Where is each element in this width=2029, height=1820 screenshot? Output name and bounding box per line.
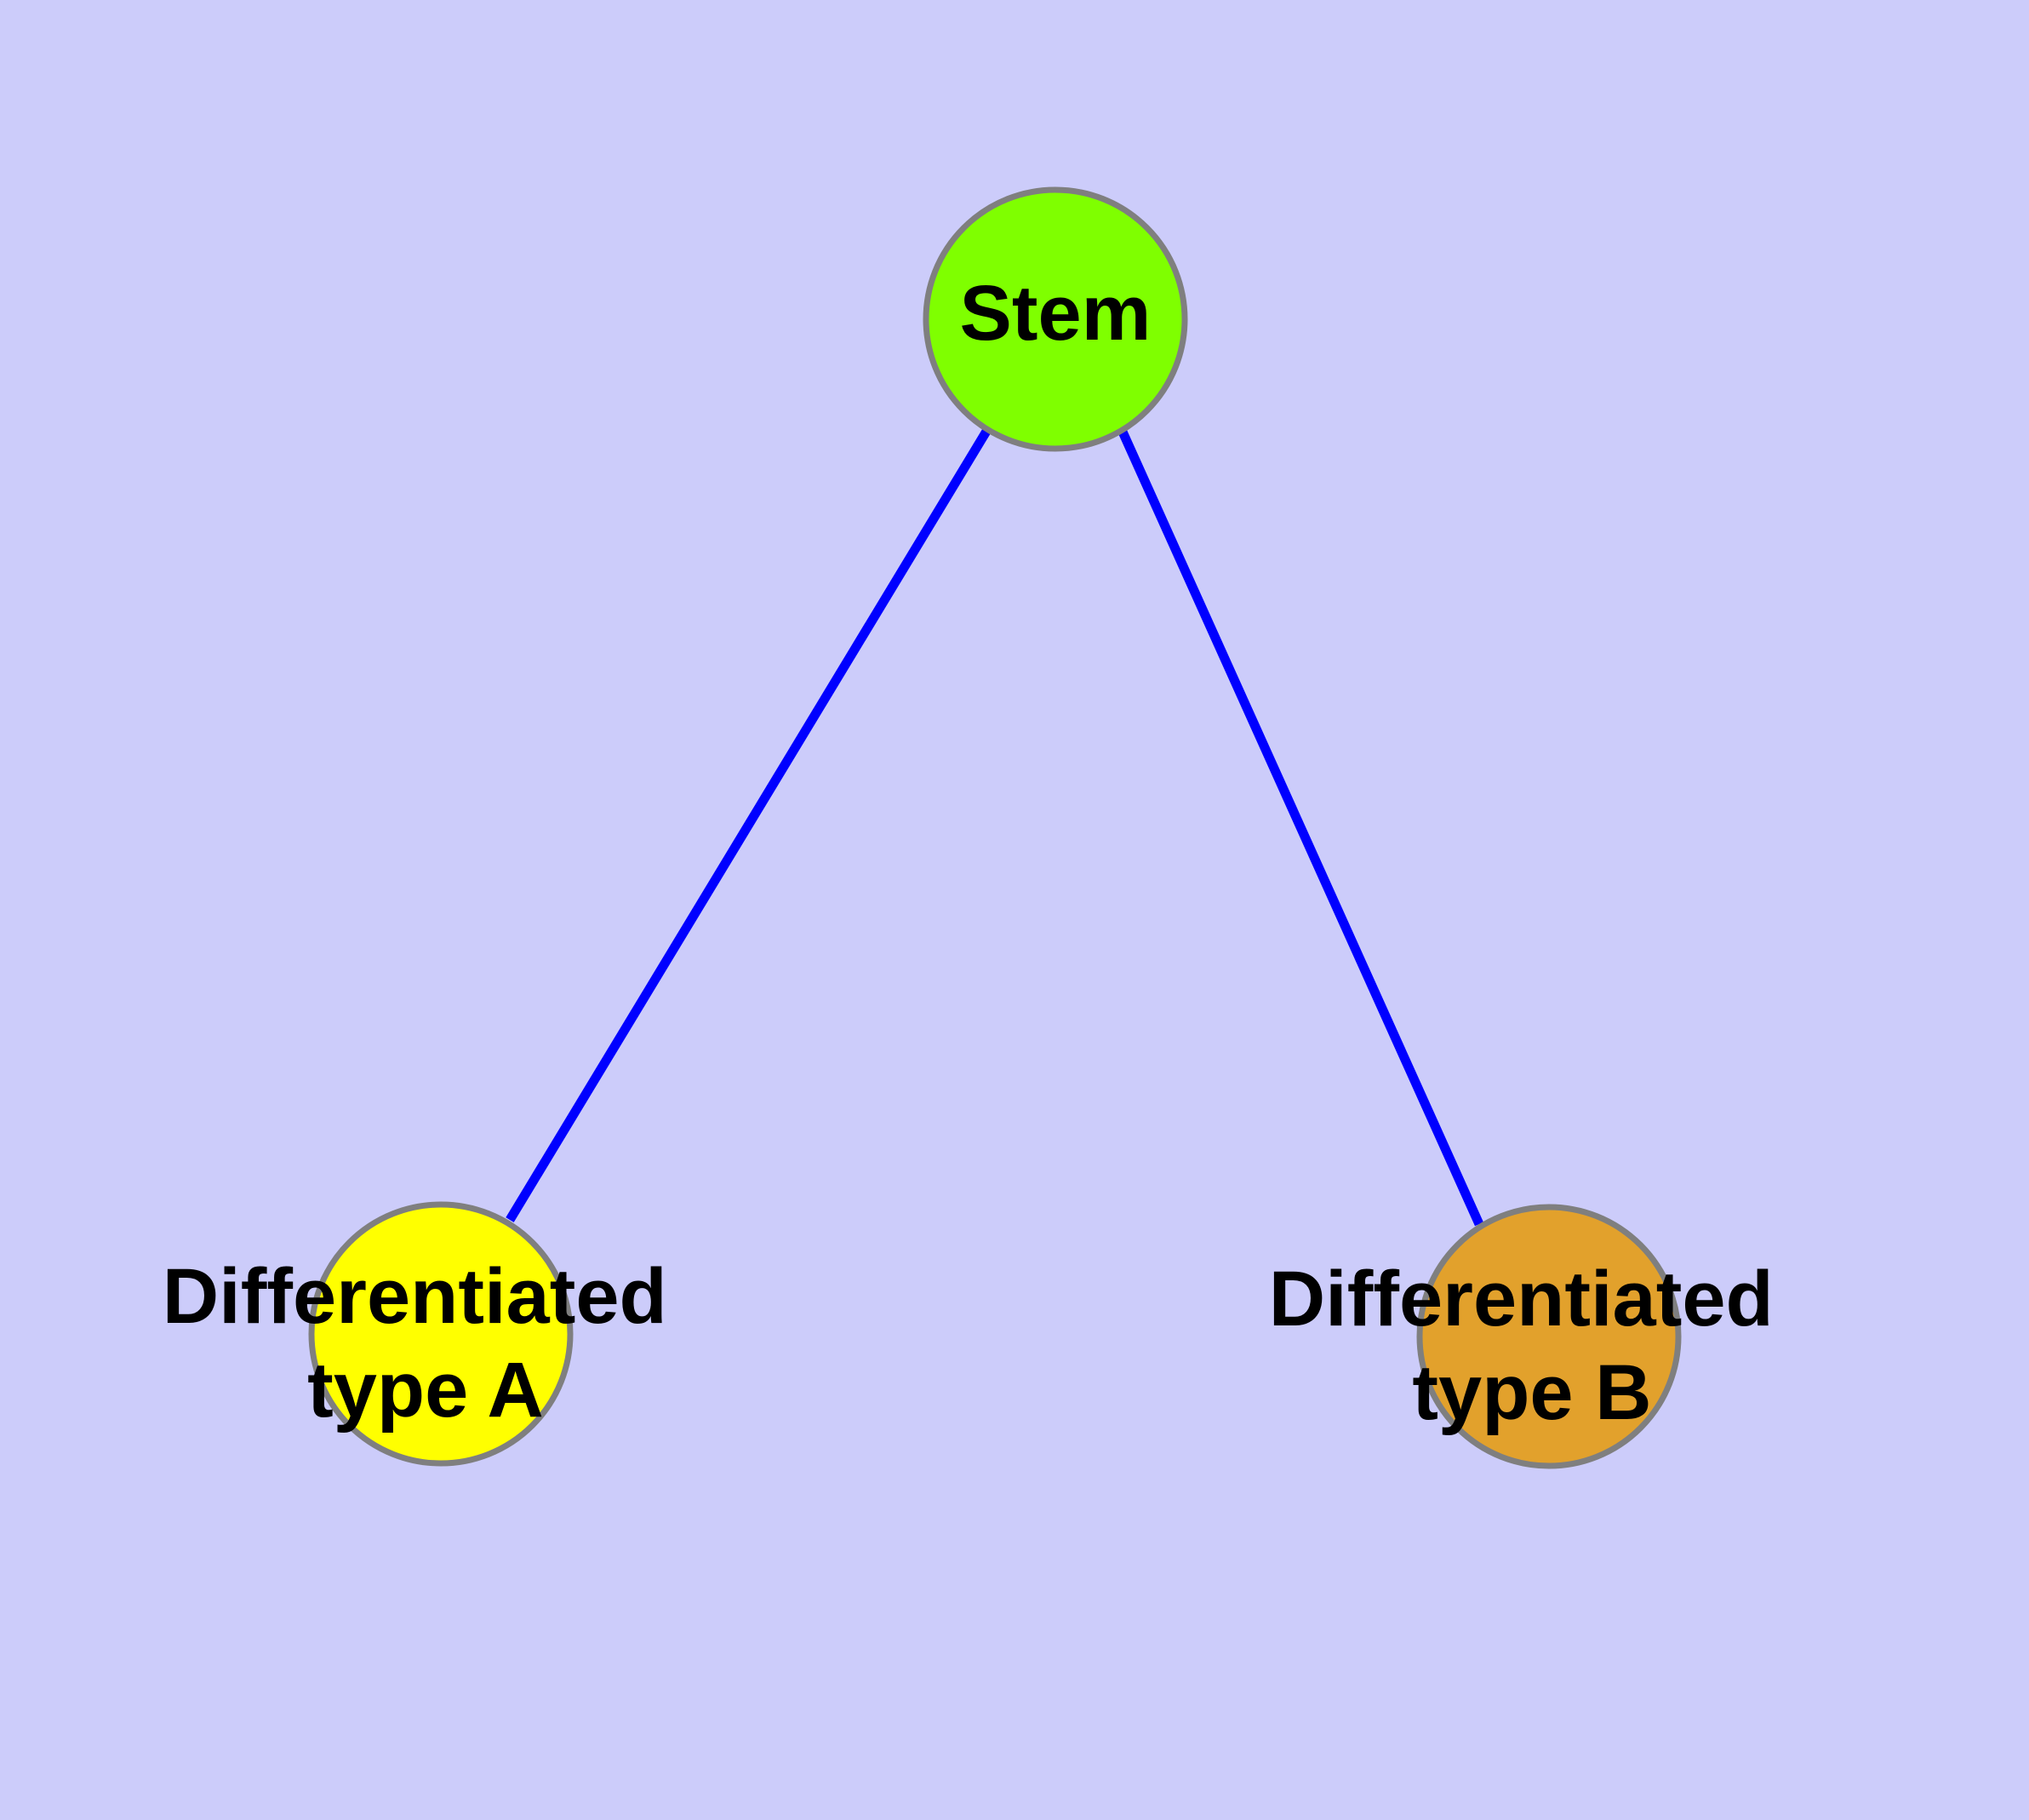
node-label-stem: Stem — [960, 270, 1152, 357]
edge-stem-to-differentiated-type-a[interactable] — [506, 427, 992, 1222]
node-label-differentiated-type-b: Differentiated type B — [1269, 1256, 1796, 1436]
node-differentiated-type-a[interactable] — [308, 1201, 574, 1467]
edge-stem-to-differentiated-type-b[interactable] — [1117, 427, 1484, 1227]
node-label-differentiated-type-a: Differentiated type A — [163, 1253, 689, 1434]
node-differentiated-type-b[interactable] — [1416, 1204, 1682, 1469]
edge-layer — [506, 427, 1484, 1227]
node-label-differentiated-type-b-line1: Differentiated — [1269, 1256, 1774, 1342]
label-layer: Stem Differentiated type A Differentiate… — [163, 270, 1796, 1436]
node-label-stem-line1: Stem — [960, 270, 1152, 357]
node-label-differentiated-type-a-line1: Differentiated — [163, 1253, 667, 1340]
node-label-differentiated-type-a-line2: type A — [307, 1347, 544, 1434]
node-label-differentiated-type-b-line2: type B — [1412, 1349, 1651, 1436]
node-layer — [308, 186, 1682, 1469]
node-stem[interactable] — [923, 186, 1188, 452]
